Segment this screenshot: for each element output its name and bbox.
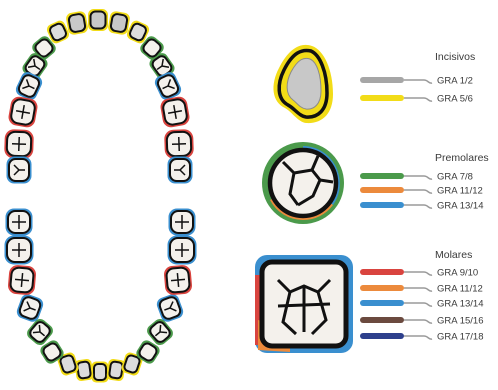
curette-shank [404,176,432,179]
tooth [4,129,34,159]
tooth [163,264,192,295]
curette-handle [360,269,404,275]
curette-label: GRA 1/2 [437,76,473,87]
curette-label: GRA 13/14 [437,299,483,310]
curette-shank [404,190,432,193]
curette-premolares-1: GRA 7/8 [360,172,473,183]
curette-label: GRA 17/18 [437,332,483,343]
tooth [168,236,197,265]
group-title-incisivos: Incisivos [435,51,475,63]
curette-handle [360,187,404,193]
tooth [65,10,89,35]
curette-handle [360,300,404,306]
tooth [7,157,32,184]
tooth [5,236,34,265]
incisor-cross-section [273,45,333,123]
curette-handle [360,95,404,101]
tooth [168,157,193,184]
upper-arch [4,9,194,184]
group-title-molares: Molares [435,249,472,261]
curette-handle [360,173,404,179]
curette-label: GRA 15/16 [437,316,483,327]
curette-legend: Incisivos Premolares Molares GRA 1/2GRA … [360,51,489,343]
curette-shank [404,336,432,339]
curette-handle [360,317,404,323]
curette-label: GRA 11/12 [437,186,483,197]
curette-label: GRA 9/10 [437,268,478,279]
curette-handle [360,202,404,208]
tooth [159,95,191,128]
curette-shank [404,272,432,275]
curette-molares-4: GRA 15/16 [360,316,483,327]
curette-label: GRA 11/12 [437,284,483,295]
curette-molares-1: GRA 9/10 [360,268,478,279]
group-title-premolares: Premolares [435,152,489,164]
curette-incisivos-2: GRA 5/6 [360,94,473,105]
tooth [92,362,109,383]
tooth [107,10,131,35]
tooth [6,209,33,236]
tooth [169,209,196,236]
curette-incisivos-1: GRA 1/2 [360,76,473,87]
curette-shank [404,288,432,291]
lower-arch [5,209,197,383]
curette-shank [404,98,432,101]
tooth [164,129,194,159]
curette-shank [404,303,432,306]
curette-shank [404,80,432,83]
curette-label: GRA 5/6 [437,94,473,105]
curette-label: GRA 7/8 [437,172,473,183]
curette-handle [360,77,404,83]
curette-molares-2: GRA 11/12 [360,284,483,295]
tooth [7,264,36,295]
dental-arches [4,9,196,383]
curette-premolares-2: GRA 11/12 [360,186,483,197]
molar-cross-section [255,255,353,353]
curette-shank [404,205,432,208]
curette-shank [404,320,432,323]
tooth [7,95,39,128]
curette-handle [360,285,404,291]
curette-premolares-3: GRA 13/14 [360,201,483,212]
curette-handle [360,333,404,339]
curette-molares-3: GRA 13/14 [360,299,483,310]
curette-molares-5: GRA 17/18 [360,332,483,343]
premolar-cross-section [262,142,344,224]
curette-label: GRA 13/14 [437,201,483,212]
tooth [88,9,108,31]
